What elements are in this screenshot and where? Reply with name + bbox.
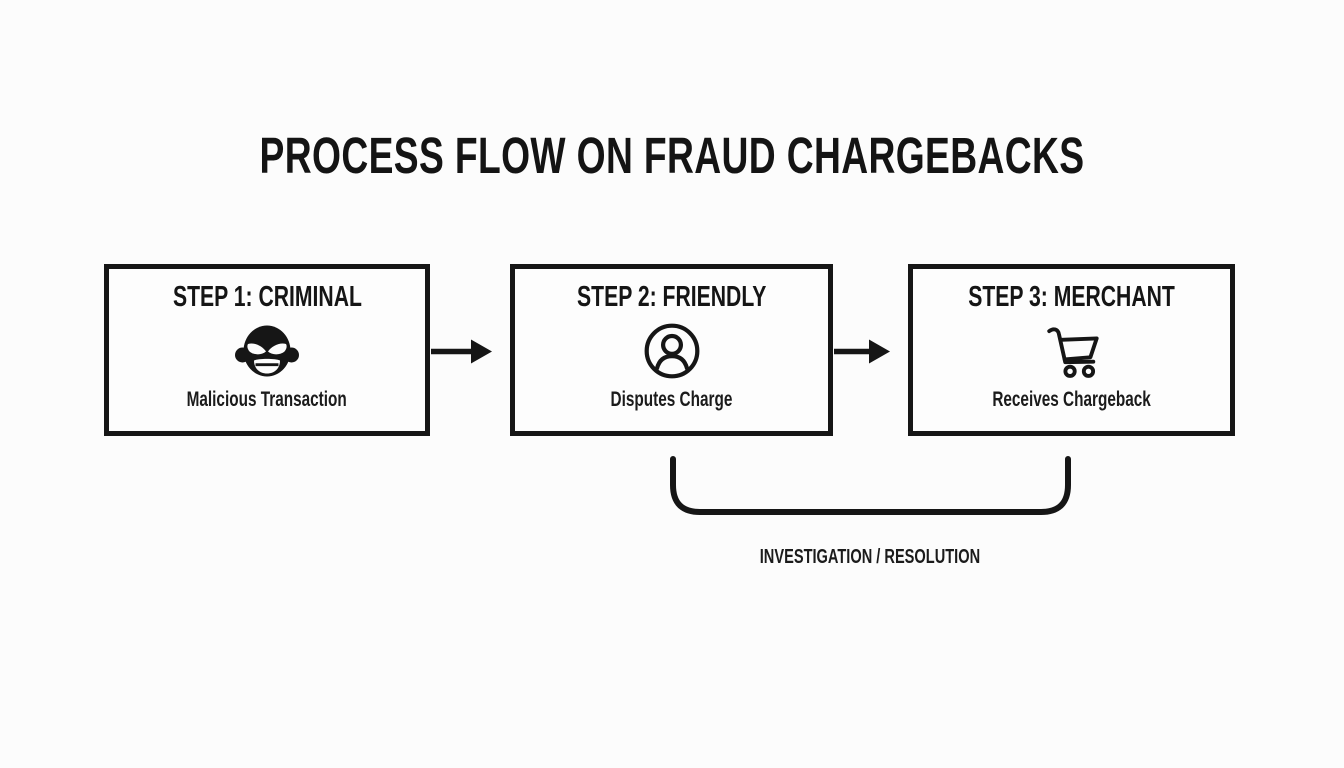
step-3-merchant-box: STEP 3: MERCHANT Receives Chargeback	[908, 264, 1235, 436]
step-2-heading: STEP 2: FRIENDLY	[576, 281, 767, 313]
connector-label: INVESTIGATION / RESOLUTION	[759, 546, 981, 568]
step-1-icon-slot	[234, 312, 300, 389]
step-3-heading: STEP 3: MERCHANT	[968, 281, 1175, 313]
step-1-criminal-box: STEP 1: CRIMINAL Malicious Transaction	[104, 264, 430, 436]
page-title-text: PROCESS FLOW ON FRAUD CHARGEBACKS	[259, 127, 1085, 184]
flow-arrow-2	[834, 339, 890, 364]
step-1-heading: STEP 1: CRIMINAL	[172, 281, 362, 313]
step-3-caption: Receives Chargeback	[992, 388, 1151, 411]
step-3-icon-slot	[1041, 312, 1103, 389]
step-2-caption: Disputes Charge	[610, 388, 733, 411]
villain-face-icon	[235, 325, 299, 377]
shopping-cart-icon	[1046, 327, 1099, 378]
page-title: PROCESS FLOW ON FRAUD CHARGEBACKS	[0, 126, 1344, 185]
step-1-caption: Malicious Transaction	[186, 388, 348, 411]
flow-arrow-1	[431, 339, 492, 364]
step-2-friendly-box: STEP 2: FRIENDLY Disputes Charge	[510, 264, 833, 436]
step-2-icon-slot	[642, 312, 702, 389]
person-circle-icon	[644, 323, 699, 379]
investigation-connector	[670, 456, 1071, 515]
